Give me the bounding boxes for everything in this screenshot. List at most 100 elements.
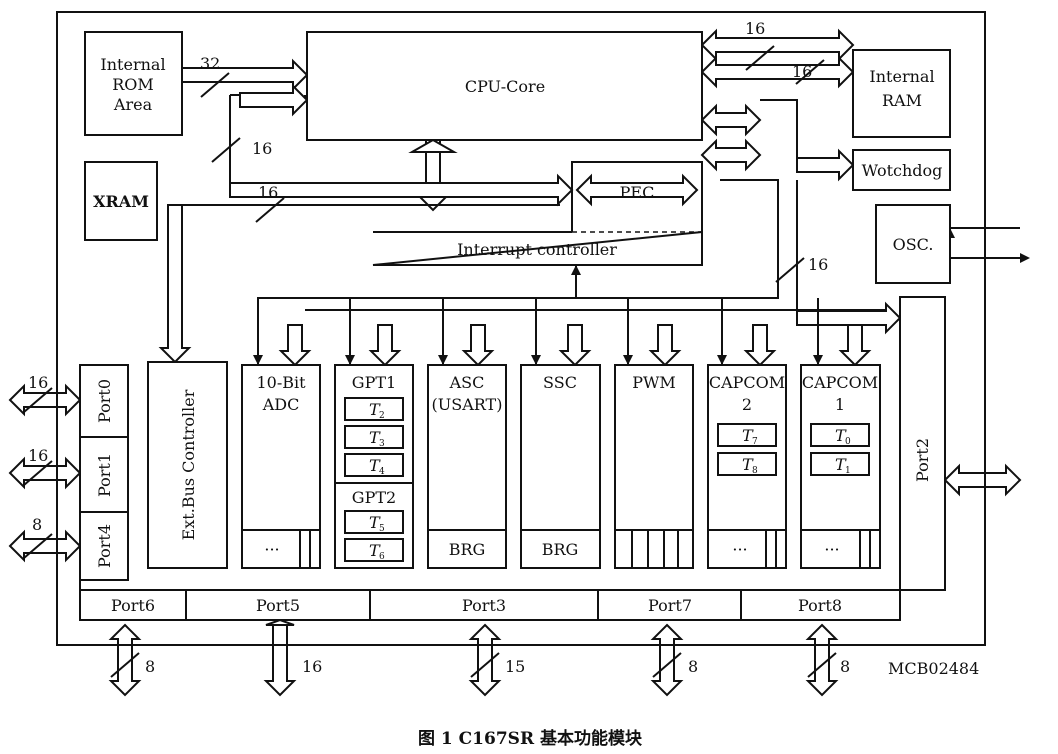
svg-text:ASC: ASC <box>449 373 485 392</box>
periph-bus-arrow <box>278 324 312 367</box>
svg-text:OSC.: OSC. <box>893 235 934 254</box>
timer-label: T <box>369 400 381 419</box>
to-watchdog <box>796 148 855 182</box>
svg-text:32: 32 <box>200 54 220 73</box>
to-port2 <box>796 301 902 335</box>
right-bus-1 <box>700 103 762 137</box>
arrowhead-icon <box>1020 253 1030 263</box>
timer-subscript: 0 <box>845 437 851 447</box>
bus-line <box>174 204 560 320</box>
arrowhead-icon <box>253 355 263 365</box>
svg-text:Ext.Bus Controller: Ext.Bus Controller <box>179 389 198 540</box>
periph-bus-arrow <box>558 324 592 367</box>
bus-line <box>796 180 885 311</box>
svg-text:8: 8 <box>840 657 850 676</box>
timer-8 <box>717 452 777 476</box>
svg-text:Port5: Port5 <box>256 596 300 615</box>
bottom-ports-row: Port6 Port5 Port3 Port7 Port8 <box>79 568 901 621</box>
timer-label: T <box>369 428 381 447</box>
svg-text:16: 16 <box>28 446 48 465</box>
pec-block: PEC <box>571 161 703 233</box>
svg-text:8: 8 <box>688 657 698 676</box>
svg-text:16: 16 <box>258 183 278 202</box>
port2-block: Port2 <box>899 296 946 591</box>
port2-bus <box>943 463 1022 497</box>
timer-label: T <box>742 426 754 445</box>
svg-text:···: ··· <box>824 540 839 559</box>
bus-width-tick <box>652 652 682 678</box>
svg-text:15: 15 <box>505 657 525 676</box>
timer-label: T <box>742 455 754 474</box>
bus-width-tick <box>200 72 230 98</box>
svg-text:Internal: Internal <box>100 55 165 74</box>
port8-bus <box>805 623 839 697</box>
bus-to-cpu <box>239 83 309 117</box>
svg-text:(USART): (USART) <box>432 395 503 414</box>
periph-bus-arrow <box>461 324 495 367</box>
bus-width-tick <box>807 652 837 678</box>
internal-rom-block: Internal ROM Area <box>84 31 183 136</box>
timer-subscript: 1 <box>845 466 851 476</box>
interrupt-controller-block: Interrupt controller <box>372 230 703 266</box>
svg-text:16: 16 <box>252 139 272 158</box>
timer-1 <box>810 452 870 476</box>
svg-text:RAM: RAM <box>882 91 922 110</box>
cpu-core-block: CPU-Core <box>306 31 703 141</box>
svg-text:Port4: Port4 <box>95 524 114 568</box>
timer-4 <box>344 453 404 477</box>
bus-width-tick <box>211 137 241 163</box>
periph-bus-arrow <box>838 324 872 367</box>
timer-subscript: 3 <box>379 439 385 449</box>
bus-width-tick <box>23 533 53 559</box>
internal-ram-block: Internal RAM <box>852 49 951 138</box>
svg-text:Port7: Port7 <box>648 596 692 615</box>
cpu-ram-bus-top <box>700 28 855 62</box>
svg-text:CAPCOM: CAPCOM <box>802 373 878 392</box>
figure-caption: 图 1 C167SR 基本功能模块 <box>418 728 643 749</box>
bus-arrow <box>265 618 295 626</box>
to-ebc <box>158 204 192 364</box>
arrowhead-icon <box>345 355 355 365</box>
svg-text:Port1: Port1 <box>95 453 114 497</box>
chip-outline <box>56 11 986 646</box>
timer-label: T <box>835 455 847 474</box>
timer-6 <box>344 538 404 562</box>
svg-text:16: 16 <box>302 657 322 676</box>
bus-width-tick <box>255 197 285 223</box>
svg-text:ADC: ADC <box>262 395 300 414</box>
arrowhead-icon <box>813 355 823 365</box>
bus-width-tick <box>470 652 500 678</box>
periph-bus-arrow <box>743 324 777 367</box>
svg-text:CAPCOM: CAPCOM <box>709 373 785 392</box>
svg-text:Port3: Port3 <box>462 596 506 615</box>
watchdog-block: Wotchdog <box>852 149 951 191</box>
asc-block: ASC (USART) BRG <box>427 364 507 569</box>
arrowhead-icon <box>623 355 633 365</box>
bus-width-tick <box>23 460 53 486</box>
timer-2 <box>344 397 404 421</box>
pec-bus <box>575 173 699 207</box>
port4-bus <box>8 529 82 563</box>
timer-subscript: 6 <box>379 552 385 562</box>
timer-subscript: 7 <box>752 437 758 447</box>
svg-text:BRG: BRG <box>542 540 579 559</box>
timer-0 <box>810 423 870 447</box>
figure-id: MCB02484 <box>888 659 979 678</box>
arrowhead-icon <box>438 355 448 365</box>
svg-text:16: 16 <box>808 255 828 274</box>
bus-arrows <box>8 28 1030 697</box>
timer-label: T <box>369 456 381 475</box>
svg-text:10-Bit: 10-Bit <box>256 373 306 392</box>
bus-line <box>760 99 840 166</box>
timer-label: T <box>369 541 381 560</box>
port3-bus <box>468 623 502 697</box>
svg-text:16: 16 <box>28 373 48 392</box>
bus-width-tick <box>745 45 775 71</box>
arrowhead-icon <box>531 355 541 365</box>
svg-text:XRAM: XRAM <box>93 192 149 211</box>
timer-5 <box>344 510 404 534</box>
svg-text:CPU-Core: CPU-Core <box>465 77 545 96</box>
svg-text:Wotchdog: Wotchdog <box>862 161 943 180</box>
xram-block: XRAM <box>84 161 158 241</box>
svg-text:Port6: Port6 <box>111 596 155 615</box>
